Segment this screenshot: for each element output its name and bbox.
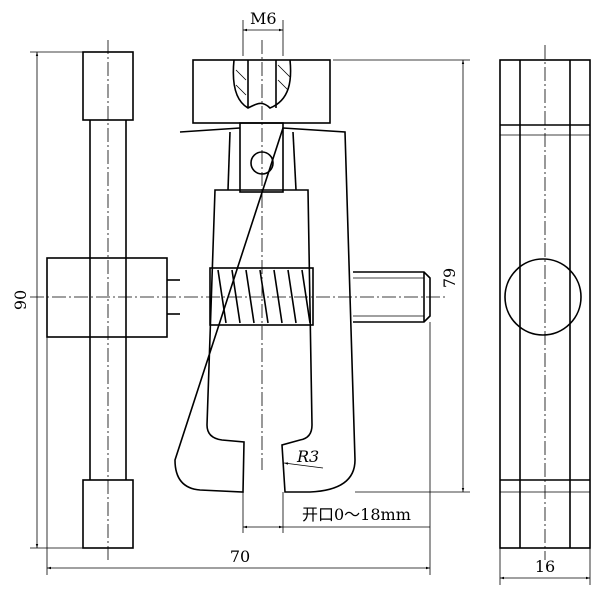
- height-90-label: 90: [11, 290, 30, 310]
- dimension-lines: [30, 20, 591, 585]
- side-view: [499, 59, 591, 549]
- width-70-label: 70: [230, 547, 250, 566]
- top-nut: [192, 59, 331, 193]
- spring: [209, 267, 314, 326]
- radius-label: R3: [296, 447, 319, 466]
- opening-label: 开口0～18mm: [302, 505, 411, 524]
- thread-label: M6: [250, 9, 277, 28]
- height-79-label: 79: [440, 268, 459, 288]
- jaw-body: [174, 127, 356, 493]
- t-handle: [46, 51, 180, 549]
- width-16-label: 16: [535, 557, 555, 576]
- screw-rod: [353, 271, 431, 323]
